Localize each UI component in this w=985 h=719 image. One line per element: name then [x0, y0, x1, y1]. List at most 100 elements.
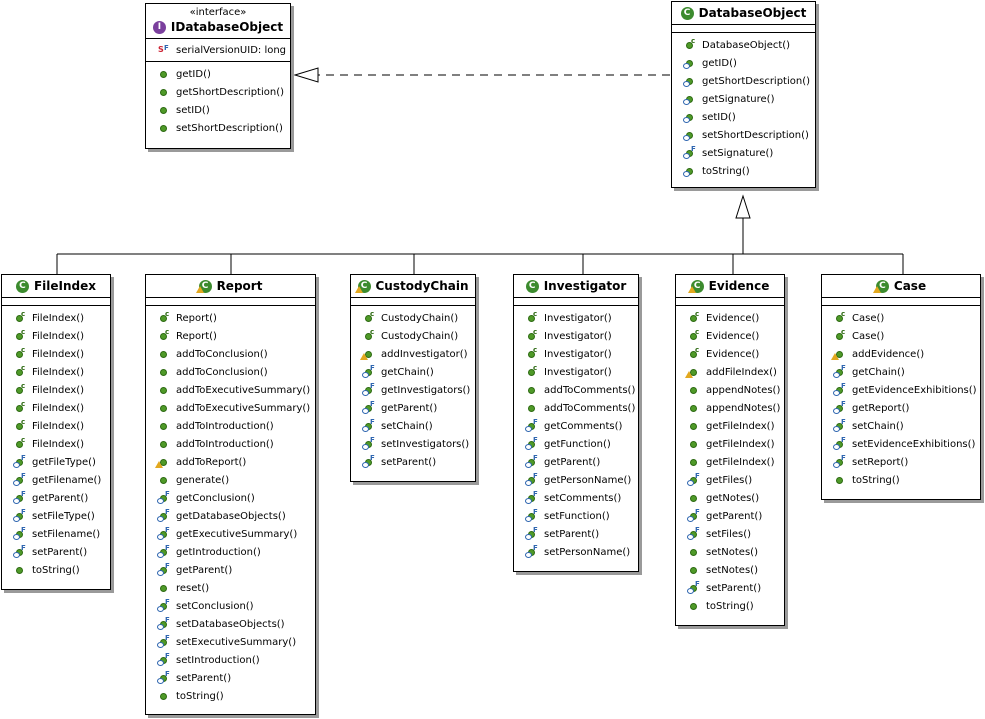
method-row[interactable]: getID(): [672, 54, 815, 72]
method-row[interactable]: addToReport(): [146, 453, 315, 471]
method-row[interactable]: addInvestigator(): [351, 345, 475, 363]
method-row[interactable]: getFileIndex(): [676, 453, 784, 471]
method-row[interactable]: toString(): [822, 471, 980, 489]
method-row[interactable]: addToComments(): [514, 381, 638, 399]
method-row[interactable]: getFileIndex(): [676, 417, 784, 435]
method-row[interactable]: getShortDescription(): [672, 72, 815, 90]
method-row[interactable]: addFileIndex(): [676, 363, 784, 381]
method-row[interactable]: addToExecutiveSummary(): [146, 399, 315, 417]
method-row[interactable]: addToConclusion(): [146, 345, 315, 363]
method-row[interactable]: appendNotes(): [676, 381, 784, 399]
method-row[interactable]: setID(): [672, 108, 815, 126]
method-row[interactable]: setShortDescription(): [672, 126, 815, 144]
method-row[interactable]: appendNotes(): [676, 399, 784, 417]
method-row[interactable]: addEvidence(): [822, 345, 980, 363]
method-row[interactable]: toString(): [676, 597, 784, 615]
method-row[interactable]: toString(): [146, 687, 315, 705]
method-row[interactable]: setID(): [146, 101, 290, 119]
method-row[interactable]: reset(): [146, 579, 315, 597]
method-row[interactable]: addToIntroduction(): [146, 417, 315, 435]
method-row[interactable]: setNotes(): [676, 561, 784, 579]
method-row[interactable]: addToExecutiveSummary(): [146, 381, 315, 399]
method-row[interactable]: addToConclusion(): [146, 363, 315, 381]
method-row[interactable]: getSignature(): [672, 90, 815, 108]
method-row[interactable]: getNotes(): [676, 489, 784, 507]
method-row[interactable]: addToComments(): [514, 399, 638, 417]
method-row[interactable]: setShortDescription(): [146, 119, 290, 137]
method-row[interactable]: toString(): [672, 162, 815, 180]
method-row[interactable]: getID(): [146, 65, 290, 83]
method-row[interactable]: generate(): [146, 471, 315, 489]
method-row[interactable]: getShortDescription(): [146, 83, 290, 101]
method-row[interactable]: toString(): [2, 561, 110, 579]
